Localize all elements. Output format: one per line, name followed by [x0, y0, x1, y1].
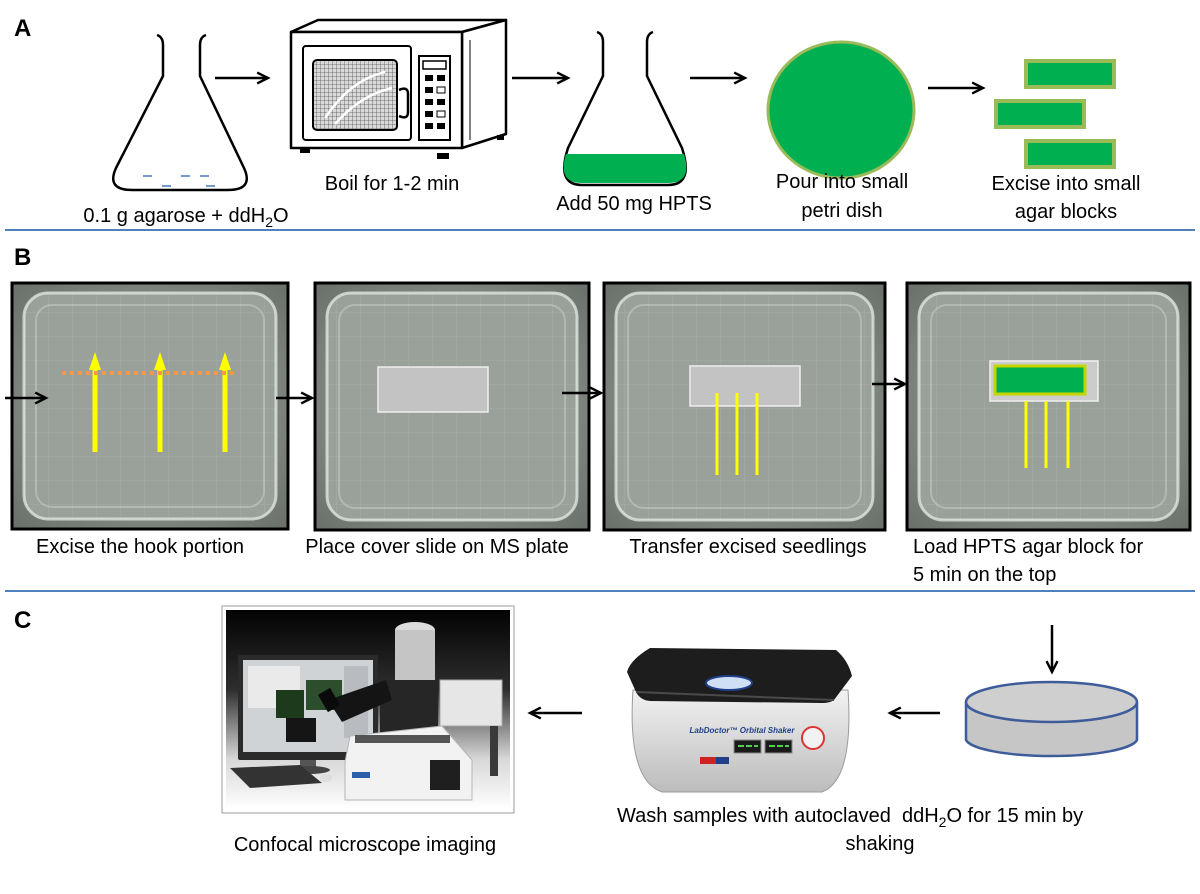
orbital-shaker-photo: LabDoctor™ Orbital Shaker — [627, 648, 852, 793]
step-wash-caption-line1: Wash samples with autoclaved ddH2O for 1… — [617, 805, 1083, 830]
step-hpts-caption: Add 50 mg HPTS — [556, 193, 712, 215]
hpts-solution — [563, 154, 687, 183]
water-dashes — [143, 175, 215, 187]
panel-a-label: A — [14, 15, 31, 42]
flask-icon — [112, 33, 248, 192]
shaker-brand-label: LabDoctor™ Orbital Shaker — [690, 726, 796, 735]
step-transfer-caption: Transfer excised seedlings — [629, 536, 866, 558]
agar-block — [1024, 59, 1116, 89]
step-wash-caption-line2: shaking — [846, 833, 915, 855]
step-agarose-caption: 0.1 g agarose + ddH2O — [83, 205, 288, 230]
step-imaging-caption: Confocal microscope imaging — [234, 834, 496, 856]
step-excise-hook-caption: Excise the hook portion — [36, 536, 244, 558]
sample-container — [705, 675, 753, 691]
speed-dial-icon — [801, 726, 825, 750]
excised-seedlings — [1024, 401, 1070, 468]
step-boil-caption: Boil for 1-2 min — [325, 173, 460, 195]
cover-slide — [377, 366, 489, 413]
panel-c-label: C — [14, 607, 31, 634]
hpts-flask-icon — [563, 30, 687, 187]
step-pour-caption-line1: Pour into small — [776, 171, 908, 193]
step-excise-caption-line1: Excise into small — [992, 173, 1141, 195]
panel-b-label: B — [14, 244, 31, 271]
step-load-caption-line2: 5 min on the top — [913, 564, 1056, 586]
step-load-caption-line1: Load HPTS agar block for — [913, 536, 1143, 558]
step-excise-caption-line2: agar blocks — [1015, 201, 1117, 223]
plate-photo-1 — [10, 281, 290, 531]
hpts-agar-block — [993, 364, 1087, 396]
seedlings — [89, 352, 231, 452]
agar-blocks — [994, 59, 1116, 169]
plate-photo-3 — [602, 281, 887, 532]
step-cover-slide-caption: Place cover slide on MS plate — [305, 536, 568, 558]
agar-block — [994, 99, 1086, 129]
plate-photo-4 — [905, 281, 1192, 532]
cover-slide — [689, 365, 801, 407]
microwave-icon — [289, 18, 508, 159]
agar-block — [1024, 139, 1116, 169]
wash-dish-icon — [964, 680, 1139, 758]
plate-photo-2 — [313, 281, 591, 532]
step-pour-caption-line2: petri dish — [801, 200, 882, 222]
excised-seedlings — [715, 393, 759, 475]
confocal-microscope-photo — [221, 605, 515, 814]
petri-dish-gel — [766, 40, 916, 180]
